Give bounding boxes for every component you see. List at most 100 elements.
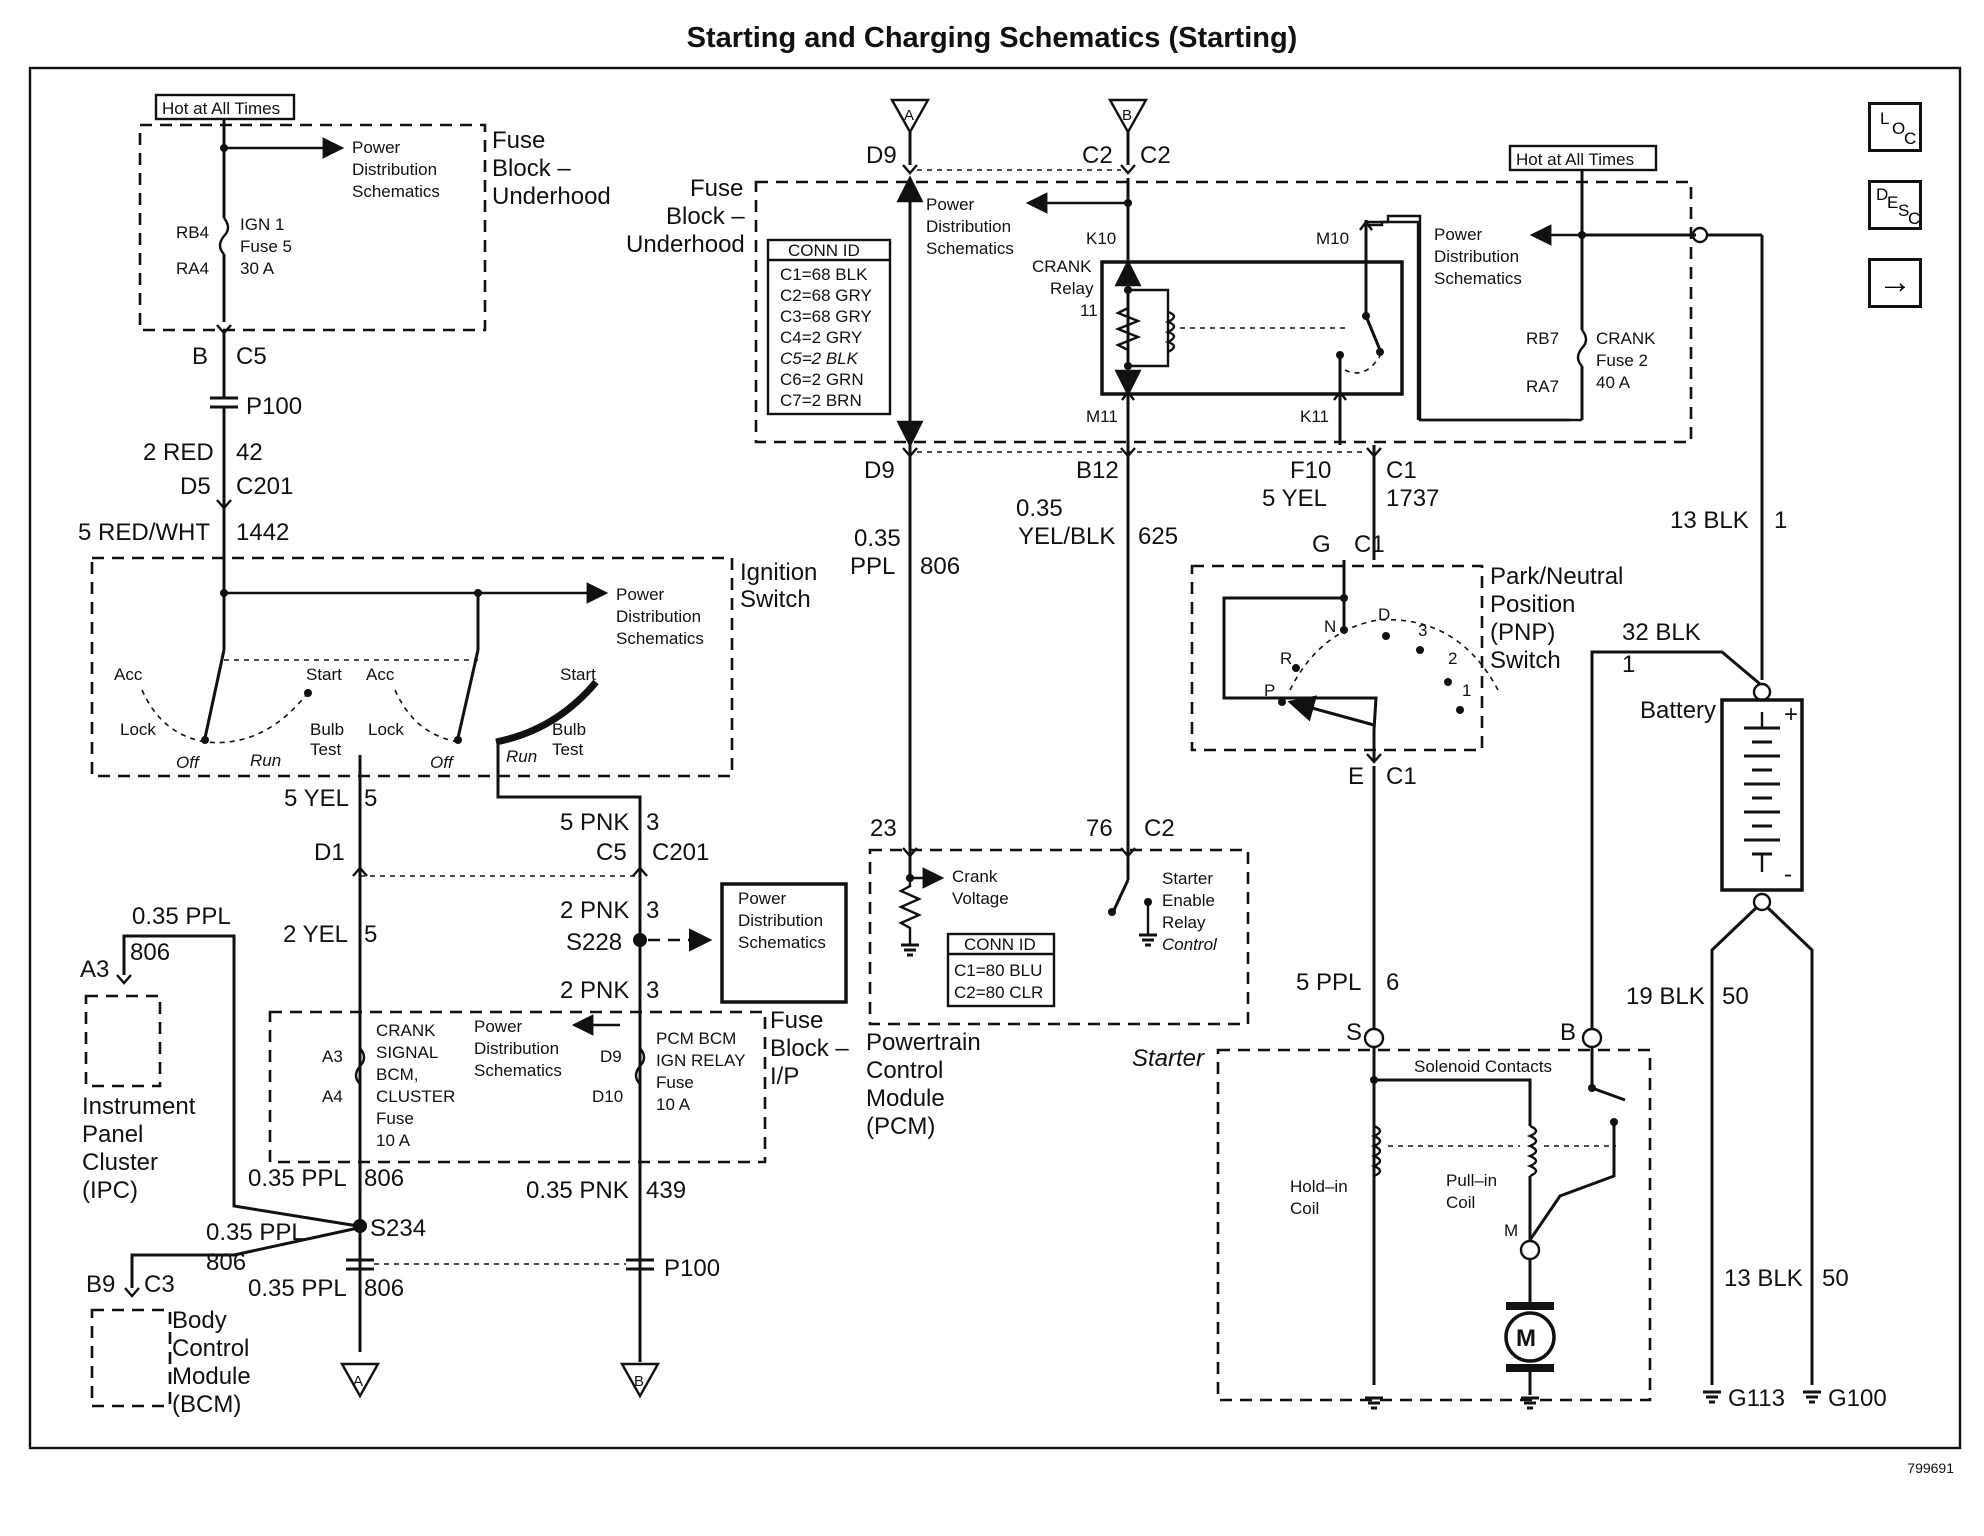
svg-text:2 PNK: 2 PNK [560, 897, 629, 924]
svg-text:C2: C2 [1082, 142, 1113, 169]
svg-text:I/P: I/P [770, 1063, 799, 1090]
svg-text:C1: C1 [1354, 531, 1385, 558]
svg-text:Power: Power [352, 138, 401, 157]
svg-text:5 YEL: 5 YEL [1262, 485, 1327, 512]
svg-text:806: 806 [206, 1249, 246, 1276]
svg-text:Distribution: Distribution [738, 911, 823, 930]
p100-connector-top: P100 [246, 393, 302, 420]
left-feed-wire: B C5 P100 2 RED 42 D5 C201 5 RED/WHT 144… [78, 324, 302, 555]
svg-text:C2: C2 [1140, 142, 1171, 169]
svg-text:Run: Run [250, 751, 281, 770]
svg-text:5 YEL: 5 YEL [284, 785, 349, 812]
svg-text:Fuse: Fuse [376, 1109, 414, 1128]
svg-text:13 BLK: 13 BLK [1670, 507, 1749, 534]
fuse-block-ip: A3 A4 CRANK SIGNAL BCM, CLUSTER Fuse 10 … [268, 1007, 849, 1164]
svg-text:Control: Control [172, 1335, 249, 1362]
svg-text:32 BLK: 32 BLK [1622, 619, 1701, 646]
svg-text:CRANK: CRANK [1032, 257, 1092, 276]
svg-text:42: 42 [236, 439, 263, 466]
svg-text:806: 806 [130, 939, 170, 966]
svg-text:B: B [1560, 1019, 1576, 1046]
svg-text:CRANK: CRANK [376, 1021, 436, 1040]
svg-text:2: 2 [1448, 649, 1457, 668]
svg-text:G: G [1312, 531, 1331, 558]
svg-text:RB7: RB7 [1526, 329, 1559, 348]
next-arrow-button[interactable]: → [1868, 258, 1922, 308]
svg-text:Acc: Acc [366, 665, 395, 684]
svg-text:Schematics: Schematics [474, 1061, 562, 1080]
svg-text:S234: S234 [370, 1215, 426, 1242]
center-wires: D9 B12 F10 C1 5 YEL 1737 0.35 PPL 806 0.… [850, 445, 1439, 862]
pcm-bcm-fuse-icon [634, 1047, 646, 1085]
svg-text:Test: Test [310, 740, 341, 759]
svg-text:76: 76 [1086, 815, 1113, 842]
offpage-b-top-icon [1107, 98, 1149, 135]
svg-text:Panel: Panel [82, 1121, 143, 1148]
svg-text:C7=2 BRN: C7=2 BRN [780, 391, 862, 410]
svg-text:Coil: Coil [1290, 1199, 1319, 1218]
svg-text:D9: D9 [864, 457, 895, 484]
svg-text:D1: D1 [314, 839, 345, 866]
svg-text:D9: D9 [866, 142, 897, 169]
svg-text:M: M [1516, 1325, 1536, 1352]
desc-button[interactable]: D E S C [1868, 180, 1922, 230]
svg-text:C1=80 BLU: C1=80 BLU [954, 961, 1042, 980]
svg-text:B: B [634, 1373, 644, 1390]
svg-text:0.35 PPL: 0.35 PPL [248, 1165, 347, 1192]
svg-text:R: R [1280, 649, 1292, 668]
desc-e: E [1887, 193, 1899, 212]
svg-text:CRANK: CRANK [1596, 329, 1656, 348]
svg-text:Block –: Block – [666, 203, 745, 230]
svg-text:Starter: Starter [1132, 1045, 1205, 1072]
battery-circuit: 13 BLK 1 32 BLK 1 + - Battery 19 BLK 50 … [1590, 233, 1887, 1412]
b-terminal-icon [1581, 1027, 1603, 1049]
svg-text:5 RED/WHT: 5 RED/WHT [78, 519, 210, 546]
svg-text:0.35: 0.35 [1016, 495, 1063, 522]
svg-text:0.35 PPL: 0.35 PPL [206, 1219, 305, 1246]
svg-text:C3=68 GRY: C3=68 GRY [780, 307, 872, 326]
svg-text:B12: B12 [1076, 457, 1119, 484]
svg-text:K11: K11 [1300, 407, 1329, 426]
svg-text:Off: Off [430, 753, 455, 772]
svg-text:2 RED: 2 RED [143, 439, 214, 466]
svg-text:+: + [1784, 701, 1798, 728]
battery-icon [1720, 698, 1804, 892]
svg-text:S228: S228 [566, 929, 622, 956]
loc-button[interactable]: L O C [1868, 102, 1922, 152]
svg-text:1: 1 [1774, 507, 1787, 534]
svg-text:Lock: Lock [120, 720, 156, 739]
svg-text:Lock: Lock [368, 720, 404, 739]
svg-text:Control: Control [866, 1057, 943, 1084]
svg-text:C2=80 CLR: C2=80 CLR [954, 983, 1043, 1002]
svg-text:2 YEL: 2 YEL [283, 921, 348, 948]
svg-text:C2: C2 [1144, 815, 1175, 842]
starter: Starter S B Solenoid Contacts Hold–in Co… [1132, 1019, 1652, 1410]
svg-text:0.35 PPL: 0.35 PPL [248, 1275, 347, 1302]
svg-text:Schematics: Schematics [1434, 269, 1522, 288]
svg-text:RA7: RA7 [1526, 377, 1559, 396]
svg-text:Powertrain: Powertrain [866, 1029, 981, 1056]
svg-text:M10: M10 [1316, 229, 1349, 248]
svg-text:Run: Run [506, 747, 537, 766]
svg-text:1442: 1442 [236, 519, 289, 546]
fuse-block-underhood-right: Hot at All Times Power Distribution Sche… [1420, 144, 1709, 422]
svg-text:RA4: RA4 [176, 259, 209, 278]
svg-text:806: 806 [364, 1165, 404, 1192]
svg-text:(PNP): (PNP) [1490, 619, 1555, 646]
svg-text:CLUSTER: CLUSTER [376, 1087, 455, 1106]
svg-text:Ignition: Ignition [740, 559, 817, 586]
svg-text:(PCM): (PCM) [866, 1113, 935, 1140]
svg-text:Off: Off [176, 753, 201, 772]
svg-text:2 PNK: 2 PNK [560, 977, 629, 1004]
fuse-block-underhood-center: A B D9 C2 C2 Fuse Block – Underhood CONN… [626, 98, 1693, 448]
svg-text:N: N [1324, 617, 1336, 636]
svg-text:Start: Start [560, 665, 596, 684]
hot-at-all-times-label: Hot at All Times [162, 99, 280, 118]
svg-text:1: 1 [1462, 681, 1471, 700]
svg-text:C1: C1 [1386, 763, 1417, 790]
offpage-b-bottom-icon [619, 1362, 661, 1399]
svg-text:10 A: 10 A [376, 1131, 411, 1150]
svg-text:11: 11 [1080, 301, 1098, 320]
svg-text:625: 625 [1138, 523, 1178, 550]
desc-d: D [1876, 185, 1889, 204]
